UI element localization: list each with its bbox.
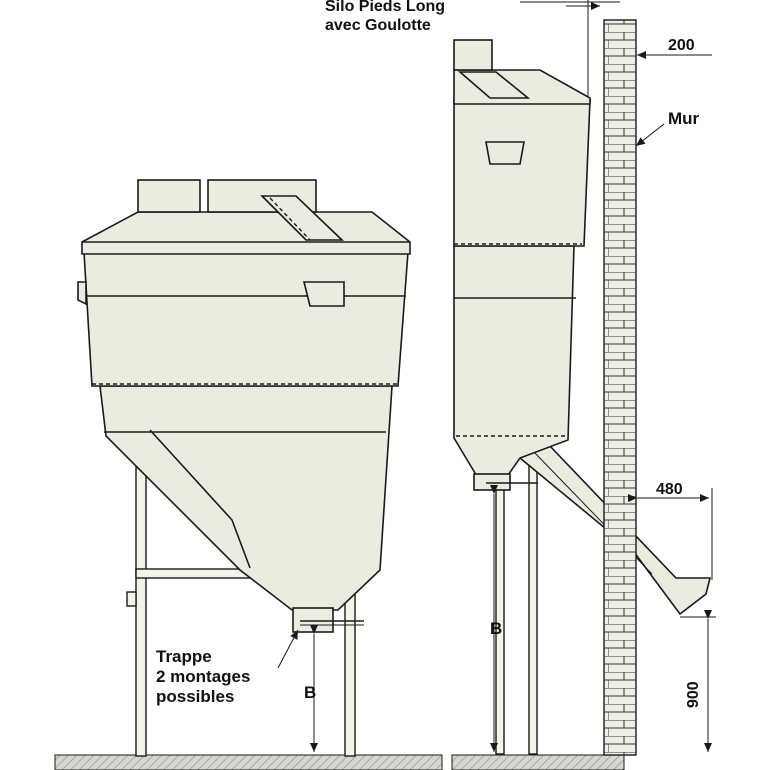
left-silo-chute-slot-dash [269,197,311,241]
left-silo-crossbar-lower [126,591,137,607]
brick-wall [603,19,637,756]
title-line-1: Silo Pieds Long [325,0,445,15]
title-line-2: avec Goulotte [325,17,431,34]
trap-label-line-3: possibles [156,687,234,706]
left-silo [77,179,411,757]
right-silo-hopper [453,245,575,479]
left-silo-window [302,281,345,307]
dim-height-label: 900 [685,681,702,708]
left-silo-roof-cap-1 [137,179,201,213]
right-silo-outlet [473,473,511,491]
trap-label-leader [277,629,299,669]
right-silo-window [485,141,525,165]
left-silo-body [83,251,409,387]
left-silo-hopper-diagonal [149,429,251,569]
left-silo-outlet [292,607,334,633]
wall-label: Mur [668,109,700,128]
trap-label-line-2: 2 montages [156,667,250,686]
right-silo-roof-cap [453,39,493,71]
trap-label-line-1: Trappe [156,647,212,666]
left-silo-side-tab [77,281,87,306]
ground-left [54,754,443,770]
right-silo [453,39,712,755]
left-silo-chute-slot [260,195,344,241]
right-silo-body [453,99,591,247]
dim-wall-label: 200 [668,37,695,54]
ground-right [451,754,625,770]
left-silo-roof [81,211,411,255]
dim-b-left-label: B [304,683,316,702]
right-silo-chute-slot [457,71,531,99]
dim-chute-label: 480 [656,481,683,498]
wall-label-leader [635,123,665,147]
dim-b-right-label: B [490,619,502,638]
